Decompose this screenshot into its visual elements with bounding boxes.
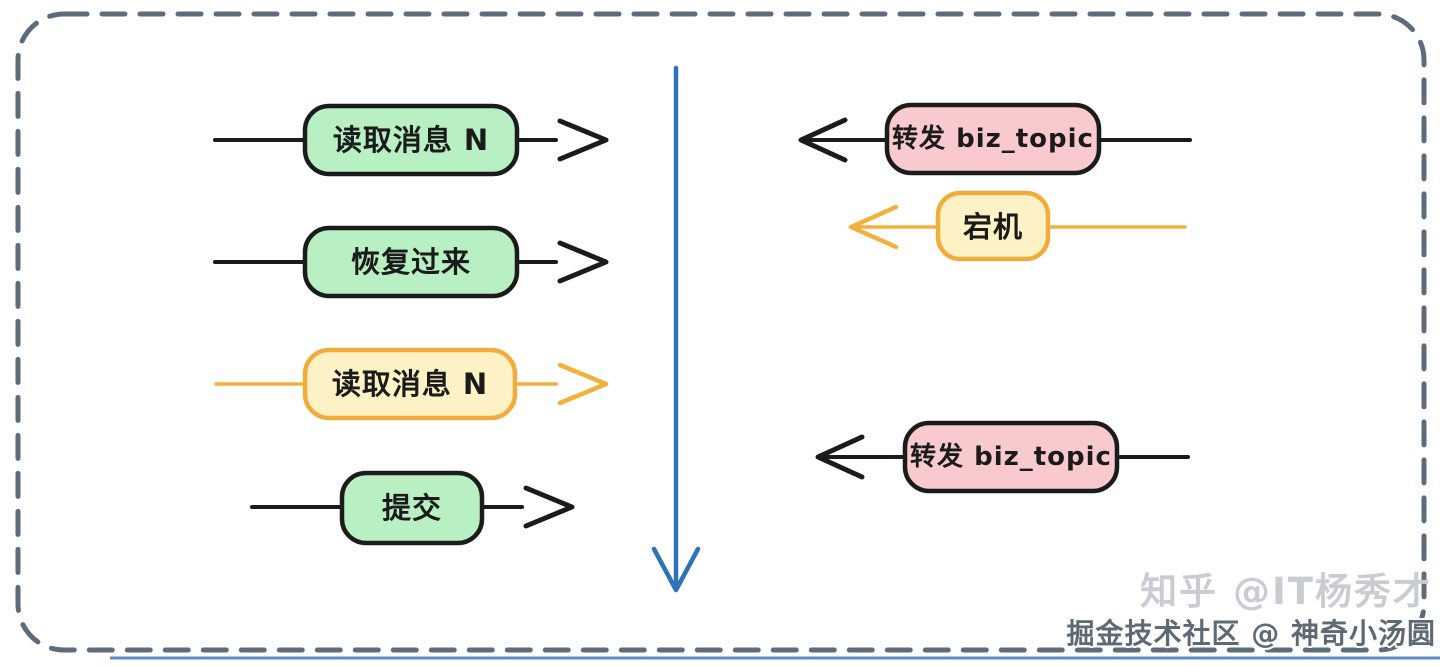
flow-label: 提交 (382, 491, 442, 525)
timeline-arrowhead-icon (651, 546, 701, 593)
arrow-left-icon (798, 117, 848, 163)
flow-label: 转发 biz_topic (892, 123, 1094, 154)
arrow-right-icon (523, 485, 575, 529)
flow-box (902, 420, 1120, 494)
flow-box (339, 470, 485, 546)
flow-box (884, 102, 1102, 176)
flow-left-read-message-1: 读取消息 N (213, 103, 609, 177)
flow-left-read-message-2: 读取消息 N (214, 347, 609, 421)
flow-right-forward-biz-topic-2: 转发 biz_topic (815, 420, 1190, 494)
flow-label: 读取消息 N (333, 123, 489, 157)
arrow-left-icon (815, 434, 865, 480)
flow-label: 恢复过来 (351, 245, 471, 279)
flow-label: 读取消息 N (332, 367, 488, 401)
flow-left-commit: 提交 (250, 470, 575, 546)
dashed-border (15, 11, 1427, 653)
flow-box (302, 347, 518, 421)
arrow-left-icon (848, 204, 899, 250)
flow-label: 宕机 (963, 210, 1023, 244)
flow-right-forward-biz-topic-1: 转发 biz_topic (798, 102, 1192, 176)
watermark-juejin: 掘金技术社区 @ 神奇小汤圆 (1067, 617, 1437, 650)
flow-left-recovered: 恢复过来 (213, 225, 609, 299)
flow-label: 转发 biz_topic (910, 441, 1112, 472)
flow-box (302, 225, 520, 299)
arrow-right-icon (557, 362, 609, 406)
flow-box (935, 190, 1051, 262)
flow-box (302, 103, 520, 177)
flow-right-crash: 宕机 (848, 190, 1187, 262)
watermark-zhihu: 知乎 @IT杨秀才 (1140, 570, 1432, 613)
timeline-down-arrow (651, 65, 701, 593)
arrow-right-icon (557, 240, 609, 284)
arrow-right-icon (557, 118, 609, 162)
